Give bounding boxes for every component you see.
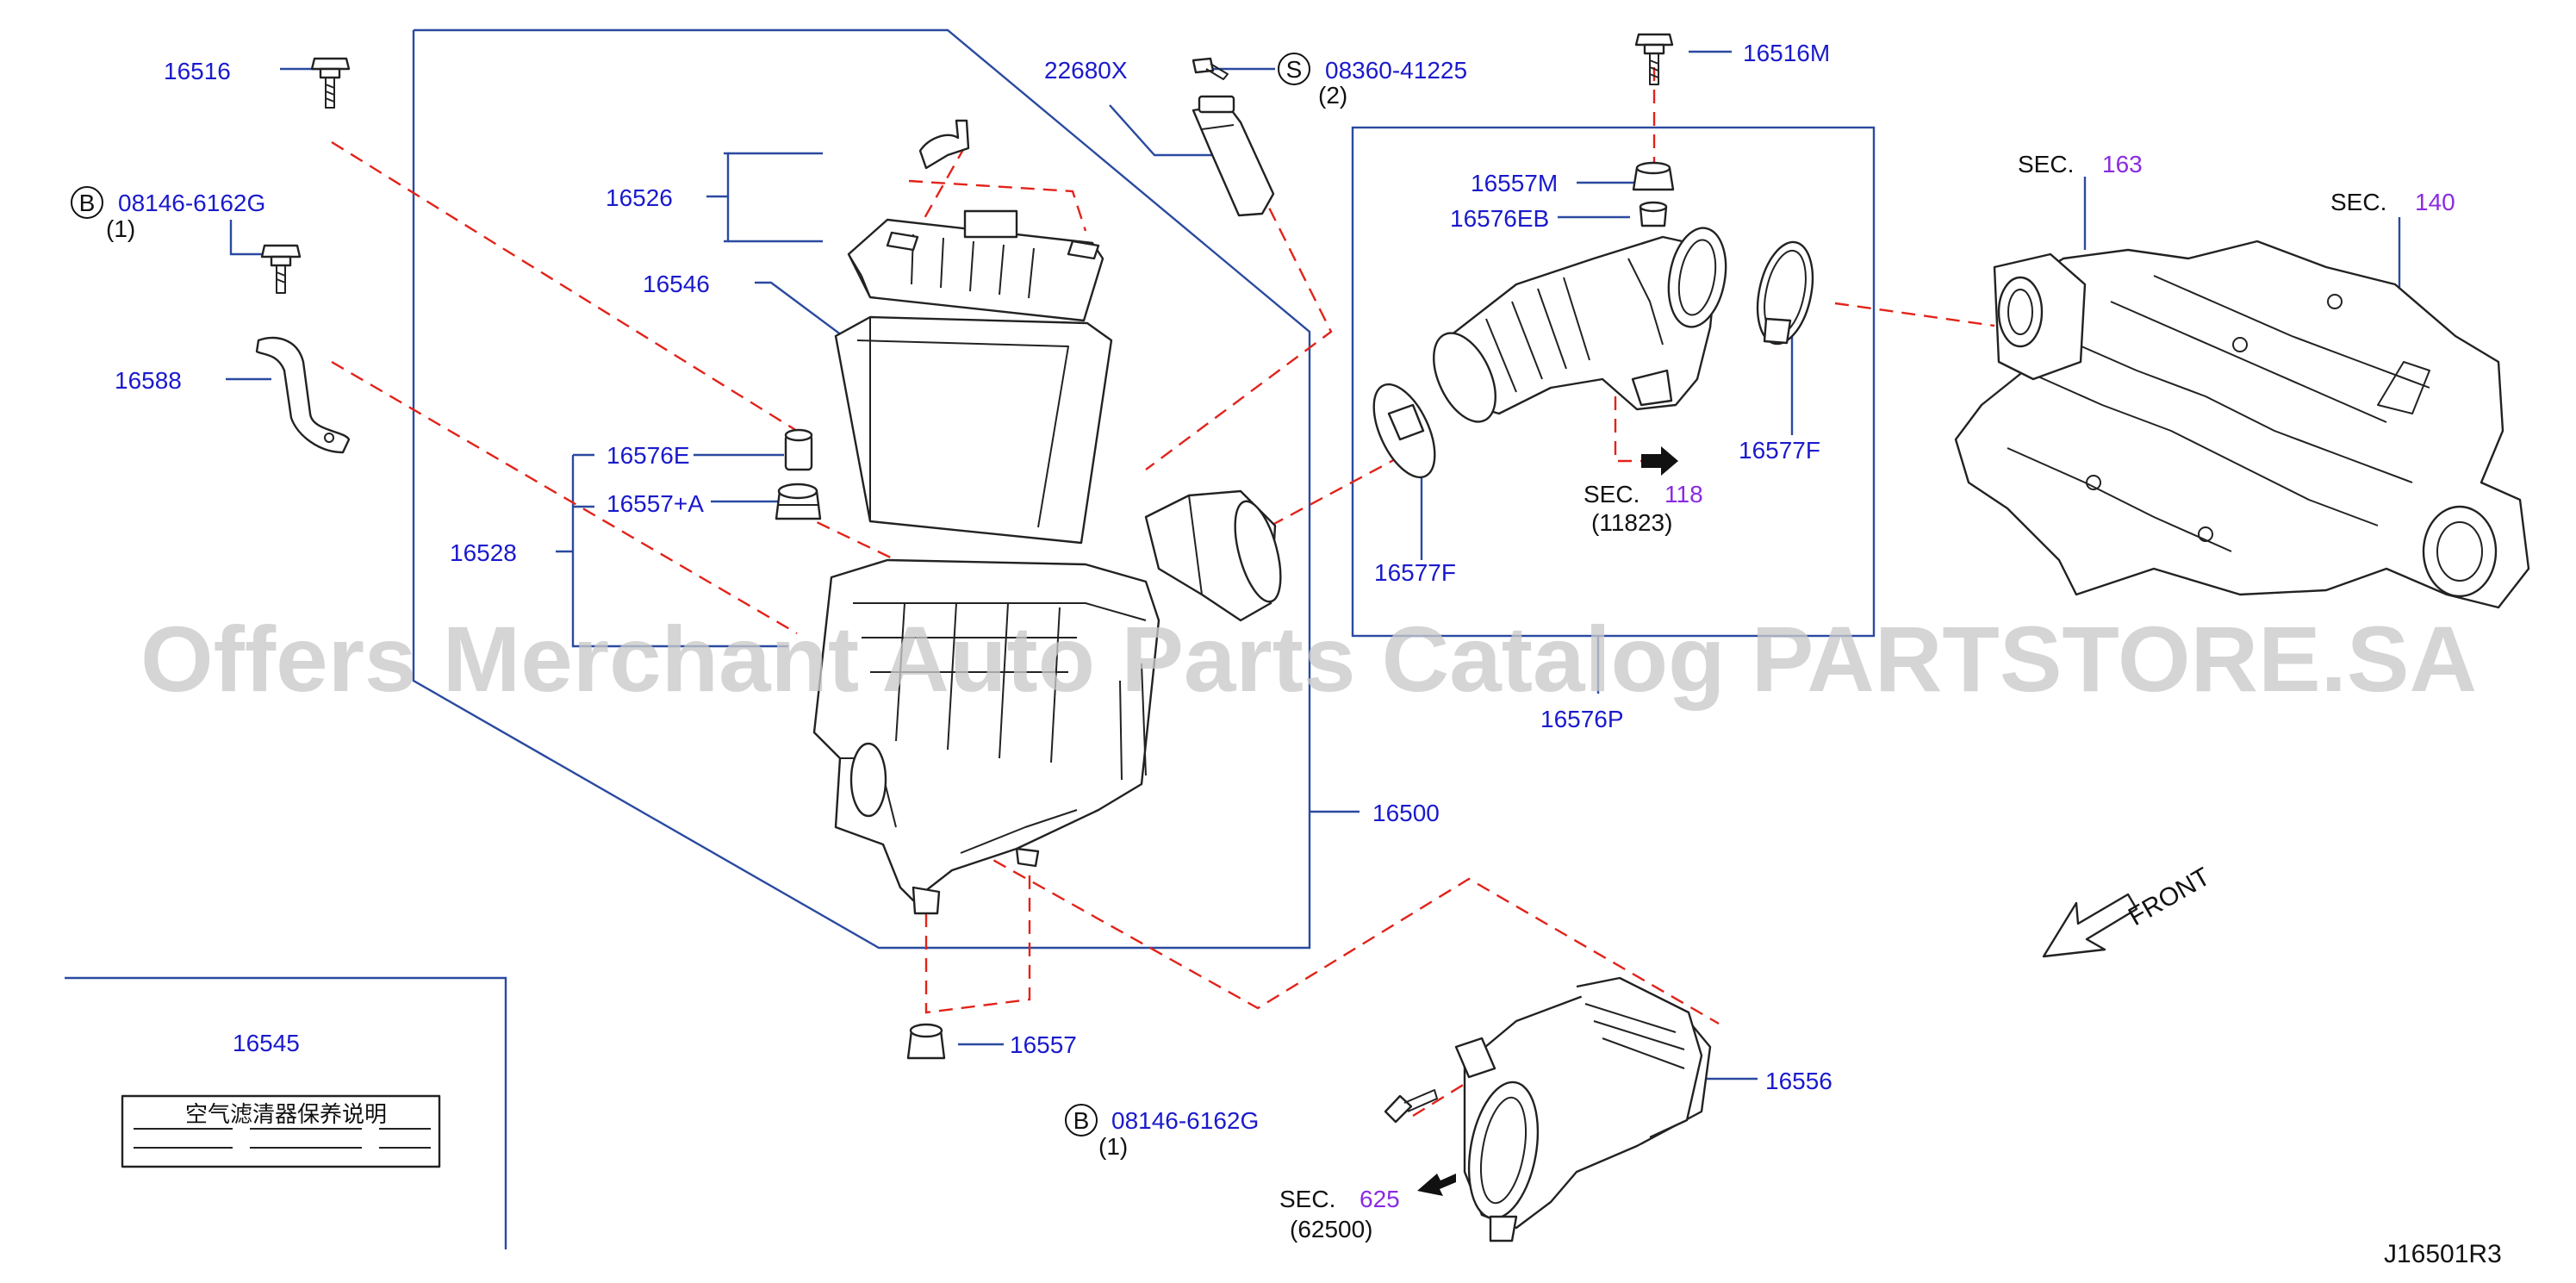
callout-sec118-prefix: SEC. bbox=[1584, 481, 1640, 508]
callout-16577F-left[interactable]: 16577F bbox=[1374, 559, 1456, 586]
air-cleaner-outlet-icon bbox=[1144, 489, 1282, 622]
callout-16556[interactable]: 16556 bbox=[1765, 1068, 1832, 1094]
callout-16516[interactable]: 16516 bbox=[164, 58, 231, 84]
filter-element-icon bbox=[834, 315, 1113, 545]
air-cleaner-assembly-outline bbox=[412, 28, 1311, 950]
clamp-16577F-left-icon bbox=[1372, 383, 1436, 479]
svg-text:S: S bbox=[1286, 56, 1303, 83]
intake-duct-icon bbox=[1433, 227, 1727, 423]
callout-16545[interactable]: 16545 bbox=[233, 1030, 300, 1056]
arrow-sec118-icon bbox=[1641, 446, 1678, 476]
arrow-sec625-icon bbox=[1417, 1174, 1456, 1196]
badge-b-bottom: B bbox=[1065, 1104, 1098, 1137]
callout-08360-qty: (2) bbox=[1318, 82, 1347, 109]
badge-s: S bbox=[1278, 53, 1310, 85]
callout-08146-bot[interactable]: 08146-6162G bbox=[1111, 1107, 1259, 1134]
clip-16526-icon bbox=[918, 119, 970, 170]
dash-box-to-duct bbox=[1270, 455, 1401, 527]
bolt-08146-bot-icon bbox=[1384, 1089, 1438, 1124]
dash-box-to-16556 bbox=[895, 804, 1720, 1025]
callout-08146-top-qty: (1) bbox=[106, 215, 135, 242]
leader-16546 bbox=[755, 281, 849, 341]
diagram-code: J16501R3 bbox=[2384, 1240, 2502, 1268]
callout-16576E[interactable]: 16576E bbox=[607, 442, 690, 469]
dash-filter-cover bbox=[908, 179, 1087, 232]
callout-sec625[interactable]: 625 bbox=[1360, 1186, 1400, 1212]
resonator-duct-icon bbox=[1454, 976, 1712, 1243]
callout-16576P[interactable]: 16576P bbox=[1540, 706, 1624, 732]
callout-16516M[interactable]: 16516M bbox=[1743, 40, 1830, 66]
callout-16576EB[interactable]: 16576EB bbox=[1450, 205, 1549, 232]
callout-sec625-sub: (62500) bbox=[1290, 1216, 1373, 1243]
bolt-08146-top-icon bbox=[260, 244, 302, 294]
callout-08360[interactable]: 08360-41225 bbox=[1325, 57, 1467, 84]
leader-22680X bbox=[1109, 104, 1223, 157]
watermark: Offers Merchant Auto Parts Catalog PARTS… bbox=[140, 607, 2477, 711]
assembly-lines bbox=[65, 28, 2401, 1249]
callout-16546[interactable]: 16546 bbox=[643, 271, 710, 297]
dash-duct-to-manifold bbox=[1834, 302, 1995, 327]
collar-16576E-icon bbox=[784, 428, 813, 471]
bolt-16516M-icon bbox=[1634, 33, 1674, 85]
callout-sec118[interactable]: 118 bbox=[1664, 481, 1703, 508]
dash-16516-to-box bbox=[331, 140, 798, 433]
callout-16557M[interactable]: 16557M bbox=[1471, 170, 1558, 196]
bolt-08360-icon bbox=[1192, 57, 1229, 80]
air-cleaner-body-icon bbox=[812, 558, 1160, 915]
svg-text:B: B bbox=[1073, 1107, 1090, 1134]
callout-08146-top[interactable]: 08146-6162G bbox=[118, 190, 265, 216]
bolt-16516-icon bbox=[310, 57, 351, 109]
callout-22680X[interactable]: 22680X bbox=[1044, 57, 1128, 84]
maf-sensor-icon bbox=[1192, 95, 1275, 217]
label-text: 空气滤清器保养说明 bbox=[185, 1101, 387, 1127]
callout-16588[interactable]: 16588 bbox=[115, 367, 182, 394]
callout-sec625-prefix: SEC. bbox=[1279, 1186, 1335, 1212]
badge-b-top: B bbox=[71, 186, 103, 219]
front-label: FRONT bbox=[2124, 863, 2215, 931]
callout-sec118-sub: (11823) bbox=[1591, 509, 1672, 536]
callout-16557[interactable]: 16557 bbox=[1010, 1031, 1077, 1058]
grommet-16557-icon bbox=[906, 1023, 946, 1060]
callout-sec163[interactable]: 163 bbox=[2102, 151, 2143, 178]
bracket-16528 bbox=[571, 455, 788, 648]
collar-16576EB-icon bbox=[1639, 201, 1668, 227]
label-section-divider bbox=[65, 976, 507, 1249]
callout-16557A[interactable]: 16557+A bbox=[607, 490, 704, 517]
callouts: 16516 08146-6162G (1) 16588 16526 16546 … bbox=[106, 40, 2502, 1268]
dash-16557-to-box bbox=[924, 870, 1031, 1014]
callout-16577F-right[interactable]: 16577F bbox=[1739, 437, 1820, 464]
grommet-16557M-icon bbox=[1632, 161, 1675, 191]
callout-sec163-prefix: SEC. bbox=[2018, 151, 2074, 178]
callout-sec140-prefix: SEC. bbox=[2330, 189, 2386, 215]
bracket-16588-icon bbox=[255, 336, 351, 454]
dash-sensor-to-box bbox=[1145, 115, 1333, 470]
relationship-lines bbox=[331, 67, 1995, 1118]
maintenance-label-icon bbox=[121, 1094, 441, 1168]
callout-16528[interactable]: 16528 bbox=[450, 539, 517, 566]
callout-16500[interactable]: 16500 bbox=[1372, 800, 1440, 826]
leader-08146-top bbox=[229, 220, 267, 256]
svg-text:B: B bbox=[79, 190, 96, 216]
air-cleaner-cover-icon bbox=[847, 209, 1104, 322]
callout-08146-bot-qty: (1) bbox=[1098, 1133, 1128, 1160]
callout-16526[interactable]: 16526 bbox=[606, 184, 673, 211]
front-arrow-icon bbox=[2042, 893, 2138, 958]
dash-16588-to-box bbox=[331, 360, 798, 635]
callout-sec140[interactable]: 140 bbox=[2415, 189, 2455, 215]
dash-grommet-to-box bbox=[796, 511, 897, 562]
clamp-16577F-right-icon bbox=[1756, 240, 1814, 346]
intake-manifold-icon bbox=[1954, 240, 2530, 609]
grommet-16557A-icon bbox=[775, 483, 822, 520]
duct-assembly-box bbox=[1351, 126, 1876, 638]
